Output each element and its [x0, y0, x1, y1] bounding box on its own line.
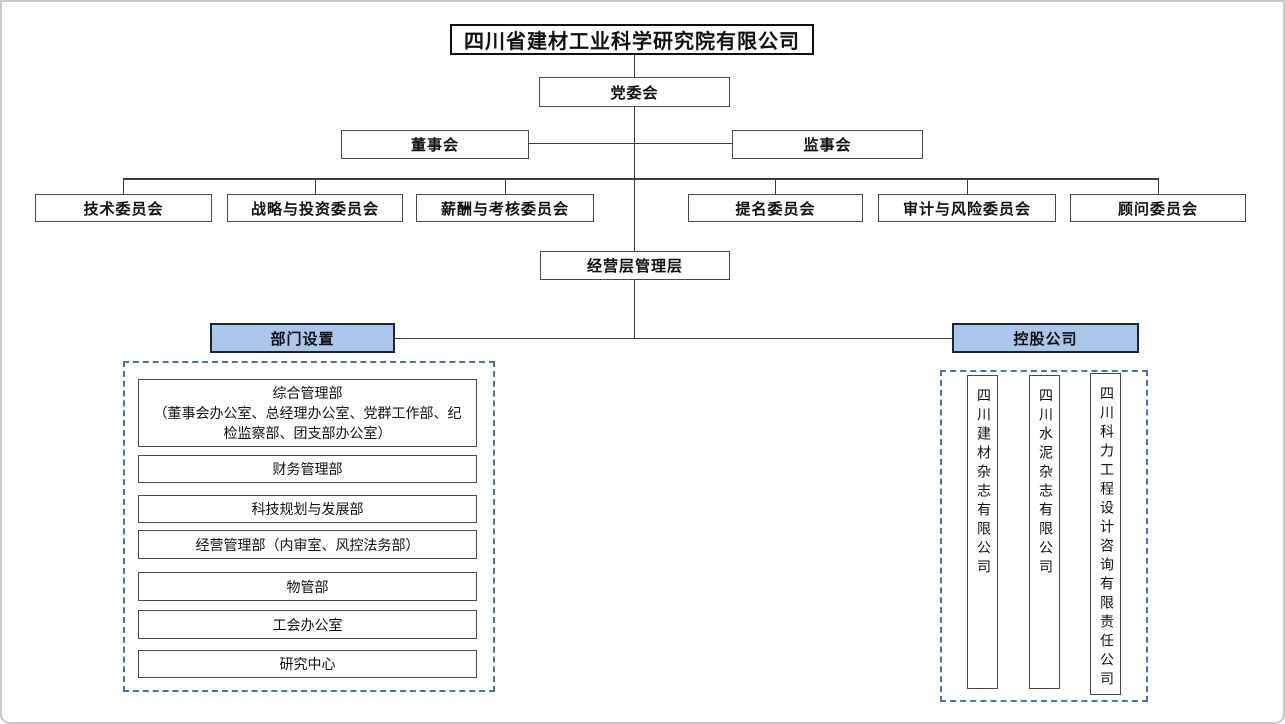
committee-label: 技术委员会	[83, 200, 164, 218]
committee-box-audit-risk: 审计与风险委员会	[878, 194, 1056, 222]
department-detail: （董事会办公室、总经理办公室、党群工作部、纪检监察部、团支部办公室）	[153, 405, 462, 441]
company-root-box: 四川省建材工业科学研究院有限公司	[450, 24, 814, 55]
holdings-header-box: 控股公司	[952, 323, 1139, 353]
company-root-label: 四川省建材工业科学研究院有限公司	[464, 31, 800, 53]
committee-box-strategy-investment: 战略与投资委员会	[227, 194, 403, 222]
department-name: 综合管理部	[272, 385, 343, 401]
connector-board-supervisory	[529, 143, 732, 144]
holding-company-name: 四川科力工程设计咨询有限责任公司	[1099, 386, 1115, 690]
committee-label: 审计与风险委员会	[902, 200, 1031, 218]
committee-label: 顾问委员会	[1117, 200, 1198, 218]
connector-sections-rail	[395, 338, 952, 339]
supervisory-board-box: 监事会	[732, 130, 923, 159]
holdings-header-label: 控股公司	[1013, 330, 1078, 348]
holdings-group-frame	[940, 370, 1148, 702]
connector-drop-committee-3	[505, 179, 506, 194]
department-box-research-center: 研究中心	[138, 650, 477, 678]
holding-box-cement-magazine: 四川水泥杂志有限公司	[1029, 375, 1060, 689]
connector-drop-committee-5	[967, 179, 968, 194]
department-box-finance: 财务管理部	[138, 455, 477, 483]
committee-label: 提名委员会	[735, 200, 816, 218]
departments-header-label: 部门设置	[270, 330, 335, 348]
board-of-directors-label: 董事会	[410, 137, 459, 154]
committee-box-advisory: 顾问委员会	[1070, 194, 1246, 222]
supervisory-board-label: 监事会	[803, 137, 852, 154]
committee-box-technology: 技术委员会	[35, 194, 212, 222]
department-name: 工会办公室	[272, 616, 343, 633]
department-box-sci-tech-planning: 科技规划与发展部	[138, 495, 477, 523]
holding-company-name: 四川水泥杂志有限公司	[1038, 388, 1054, 578]
departments-group-frame	[123, 361, 495, 692]
party-committee-label: 党委会	[610, 84, 659, 102]
department-name: 物管部	[286, 578, 329, 595]
departments-header-box: 部门设置	[210, 323, 395, 353]
connector-drop-committee-6	[1158, 179, 1159, 194]
department-box-property-management: 物管部	[138, 572, 477, 601]
connector-management-down	[634, 280, 635, 338]
holding-box-building-materials-magazine: 四川建材杂志有限公司	[967, 375, 998, 689]
department-name: 研究中心	[279, 656, 336, 672]
department-box-labor-union-office: 工会办公室	[138, 610, 477, 639]
party-committee-box: 党委会	[539, 77, 730, 107]
department-name: 财务管理部	[272, 461, 343, 477]
management-label: 经营层管理层	[586, 258, 683, 275]
management-box: 经营层管理层	[540, 251, 730, 280]
committee-label: 战略与投资委员会	[250, 200, 379, 218]
committee-box-compensation-assessment: 薪酬与考核委员会	[416, 194, 594, 222]
department-name: 科技规划与发展部	[251, 501, 364, 517]
holding-company-name: 四川建材杂志有限公司	[976, 388, 992, 578]
department-name: 经营管理部（内审室、风控法务部）	[195, 536, 420, 553]
connector-root-to-party	[634, 55, 635, 77]
connector-committees-rail	[123, 178, 1159, 180]
department-box-operations-management: 经营管理部（内审室、风控法务部）	[138, 530, 477, 559]
connector-drop-committee-1	[123, 179, 124, 194]
connector-drop-committee-4	[775, 179, 776, 194]
department-box-general-management: 综合管理部 （董事会办公室、总经理办公室、党群工作部、纪检监察部、团支部办公室）	[138, 379, 477, 447]
committee-label: 薪酬与考核委员会	[440, 200, 569, 218]
committee-box-nomination: 提名委员会	[688, 194, 863, 222]
connector-drop-committee-2	[315, 179, 316, 194]
board-of-directors-box: 董事会	[341, 130, 529, 159]
holding-box-keli-engineering: 四川科力工程设计咨询有限责任公司	[1090, 373, 1121, 695]
